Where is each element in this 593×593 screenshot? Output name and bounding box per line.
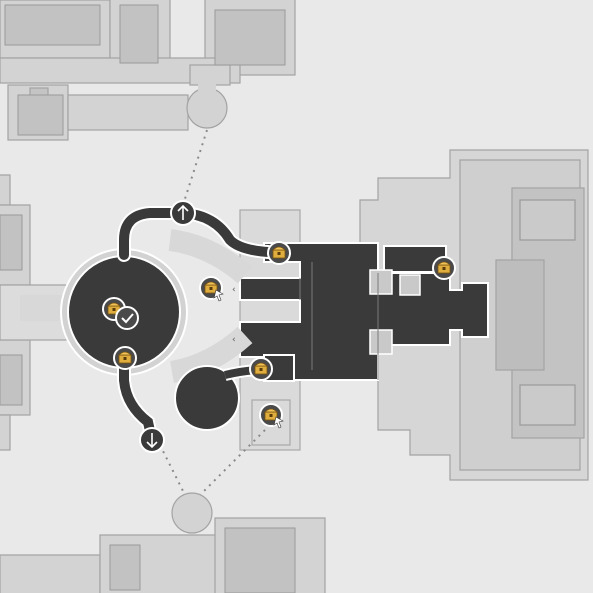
south-round-room bbox=[174, 365, 240, 431]
arrow-up-icon bbox=[177, 204, 189, 220]
main-hall-lines bbox=[299, 262, 379, 380]
arrow-south[interactable] bbox=[139, 427, 165, 453]
treasure-chest-icon bbox=[272, 246, 286, 259]
arrow-down-icon bbox=[146, 433, 158, 449]
dotted-paths bbox=[159, 129, 266, 496]
treasure-chest-icon bbox=[254, 362, 268, 375]
chest-top-corridor[interactable] bbox=[267, 241, 291, 265]
cursor-icon bbox=[273, 416, 284, 429]
treasure-chest-icon bbox=[437, 261, 451, 274]
arrow-north[interactable] bbox=[170, 200, 196, 226]
chest-west-door[interactable] bbox=[199, 276, 224, 302]
building-north-inner bbox=[4, 4, 286, 136]
walkway-south bbox=[117, 353, 159, 447]
building-west-inner bbox=[0, 214, 23, 406]
building-south-inner bbox=[109, 527, 296, 593]
chest-east-hall[interactable] bbox=[432, 256, 456, 280]
main-hall-walkable bbox=[239, 242, 489, 381]
door-arrows: ‹ ‹ bbox=[232, 285, 236, 345]
north-landing-neck bbox=[198, 84, 216, 94]
south-landing bbox=[171, 492, 213, 534]
svg-text:‹: ‹ bbox=[232, 335, 236, 345]
treasure-chest-icon bbox=[118, 351, 132, 364]
chest-plaza-2[interactable] bbox=[115, 306, 139, 330]
treasure-chest-icon bbox=[264, 408, 278, 421]
cursor-icon bbox=[213, 289, 224, 302]
main-hall-pillars bbox=[369, 269, 421, 355]
chest-plaza-south[interactable] bbox=[113, 346, 137, 370]
walkway-north bbox=[117, 206, 275, 262]
chest-lower-corridor[interactable] bbox=[249, 357, 273, 381]
svg-text:‹: ‹ bbox=[232, 285, 236, 295]
checkmark-icon bbox=[121, 313, 134, 324]
chest-south-room[interactable] bbox=[259, 403, 284, 429]
treasure-chest-icon bbox=[204, 281, 218, 294]
